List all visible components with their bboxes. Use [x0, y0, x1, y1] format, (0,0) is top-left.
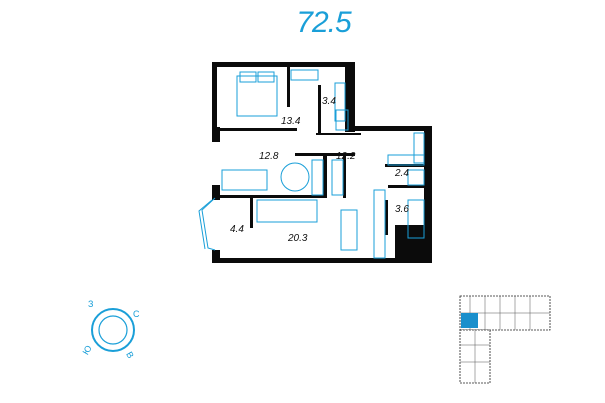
- compass-north: С: [133, 309, 140, 319]
- double-bed: [236, 75, 278, 117]
- room-area-bathroom-top: 3.4: [322, 96, 336, 107]
- room-area-balcony: 4.4: [230, 224, 244, 235]
- compass-east: В: [124, 350, 136, 360]
- wardrobe: [290, 69, 319, 81]
- furniture: [221, 69, 425, 259]
- sofa: [256, 199, 318, 223]
- compass-south: Ю: [81, 344, 94, 357]
- compass: З С Ю В: [81, 299, 140, 360]
- total-area-title: 72.5: [296, 6, 351, 39]
- bathroom-fixtures: [334, 82, 346, 122]
- room-area-bathroom: 3.6: [395, 204, 409, 215]
- wardrobe-3: [331, 159, 344, 196]
- round-table: [280, 162, 310, 192]
- wardrobe-2: [311, 159, 324, 196]
- room-area-bedroom-2: 12.8: [259, 151, 279, 162]
- room-labels: 13.4 3.4 12.8 12.2 2.4 3.6 4.4 20.3: [230, 96, 409, 244]
- room-area-wc: 2.4: [394, 168, 409, 179]
- washing-machine: [407, 169, 425, 186]
- room-area-bedroom: 13.4: [281, 116, 301, 127]
- kitchen-counter: [373, 189, 386, 259]
- room-area-hallway: 12.2: [336, 151, 356, 162]
- bed-single: [221, 169, 268, 191]
- building-keyplan: [459, 295, 551, 384]
- dining-table: [340, 209, 358, 251]
- apartment-highlight: [461, 313, 478, 328]
- bathtub: [407, 199, 425, 239]
- compass-west: З: [88, 299, 93, 309]
- walls: [212, 62, 432, 263]
- balcony-window: [198, 197, 216, 251]
- room-area-kitchen-living: 20.3: [287, 233, 308, 244]
